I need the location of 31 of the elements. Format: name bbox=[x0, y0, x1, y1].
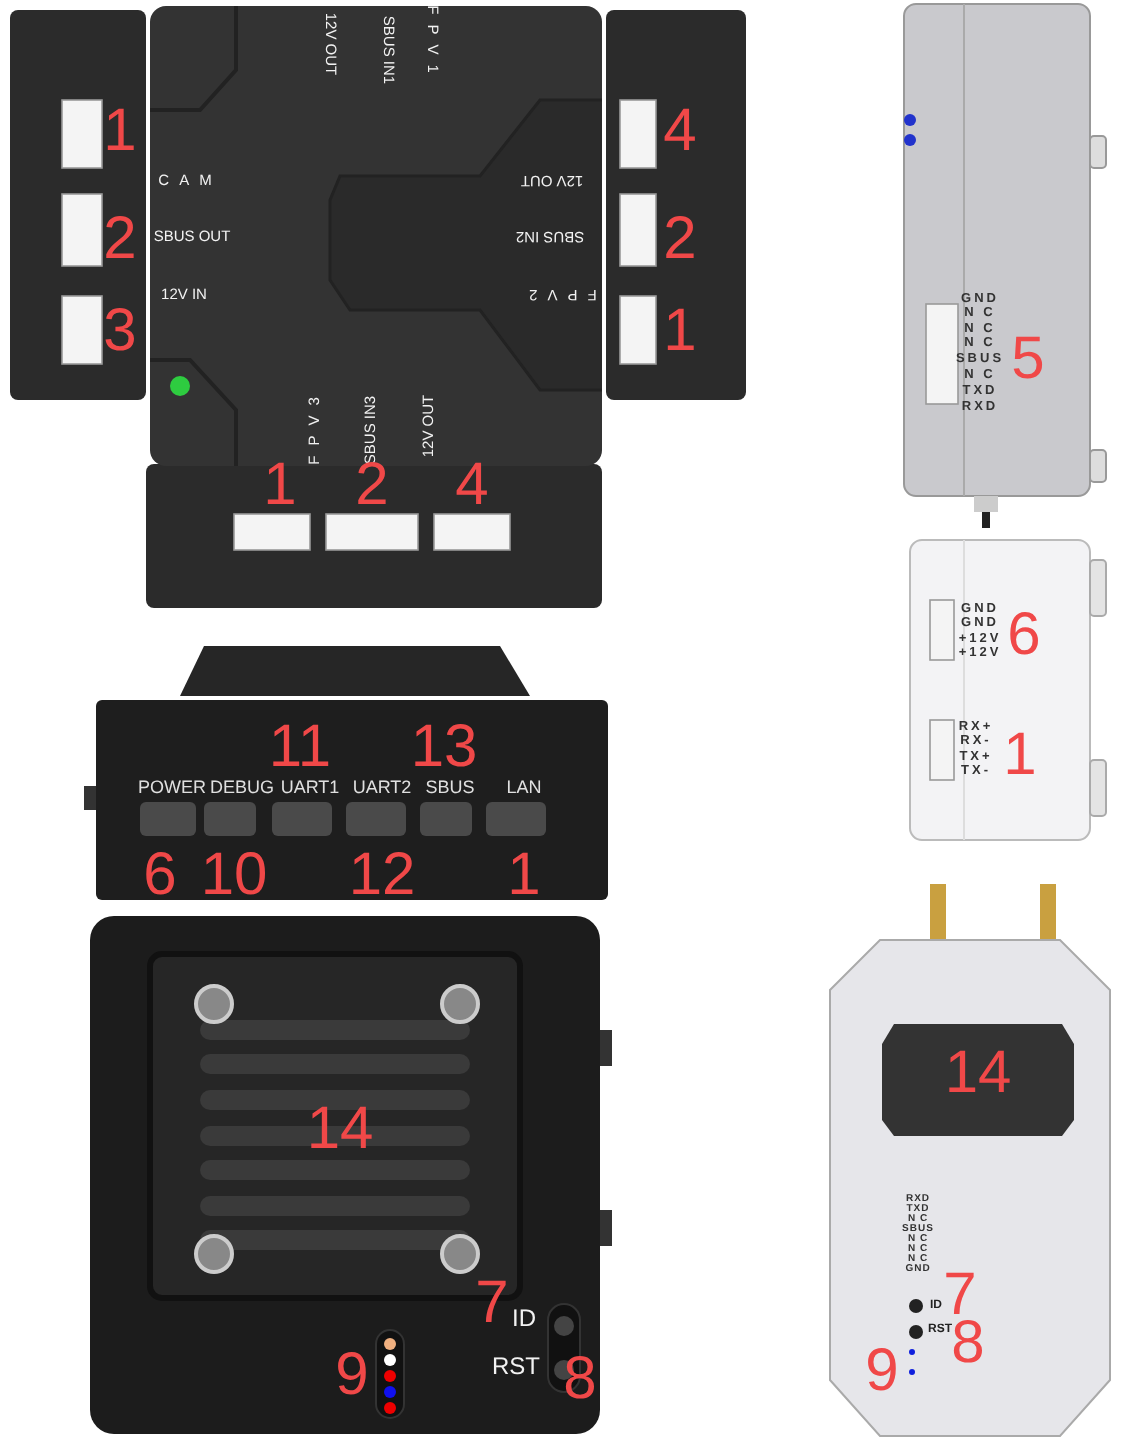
callout-number: 8 bbox=[563, 1350, 597, 1410]
callout-number: 5 bbox=[1011, 330, 1045, 390]
port-label: SBUS bbox=[425, 779, 475, 797]
callout-number: 1 bbox=[1003, 726, 1037, 786]
port-label: DEBUG bbox=[210, 779, 274, 797]
port-label: LAN bbox=[506, 779, 542, 797]
callout-number: 1 bbox=[103, 102, 137, 162]
callout-number: 6 bbox=[1007, 606, 1041, 666]
callout-number: 1 bbox=[507, 846, 541, 906]
callout-number: 10 bbox=[200, 846, 268, 906]
callout-number: 1 bbox=[263, 456, 297, 516]
callout-number: 6 bbox=[143, 846, 177, 906]
callout-number: 2 bbox=[663, 210, 697, 270]
callout-number: 11 bbox=[268, 718, 332, 778]
callout-number: 9 bbox=[335, 1346, 369, 1406]
callout-number: 2 bbox=[103, 210, 137, 270]
callout-number: 14 bbox=[944, 1044, 1012, 1104]
callout-number: 4 bbox=[663, 102, 697, 162]
button-label: RST bbox=[492, 1354, 540, 1378]
port-label: UART1 bbox=[280, 779, 340, 797]
port-label: POWER bbox=[138, 779, 206, 797]
callout-number: 7 bbox=[475, 1274, 509, 1334]
callout-number: 12 bbox=[348, 846, 416, 906]
port-label: UART2 bbox=[352, 779, 412, 797]
callout-number: 4 bbox=[455, 456, 489, 516]
callout-number: 13 bbox=[410, 718, 478, 778]
callout-number: 1 bbox=[663, 302, 697, 362]
callout-number: 3 bbox=[103, 302, 137, 362]
button-label: ID bbox=[512, 1306, 536, 1330]
callout-number: 9 bbox=[865, 1342, 899, 1402]
callout-number: 14 bbox=[306, 1100, 374, 1160]
